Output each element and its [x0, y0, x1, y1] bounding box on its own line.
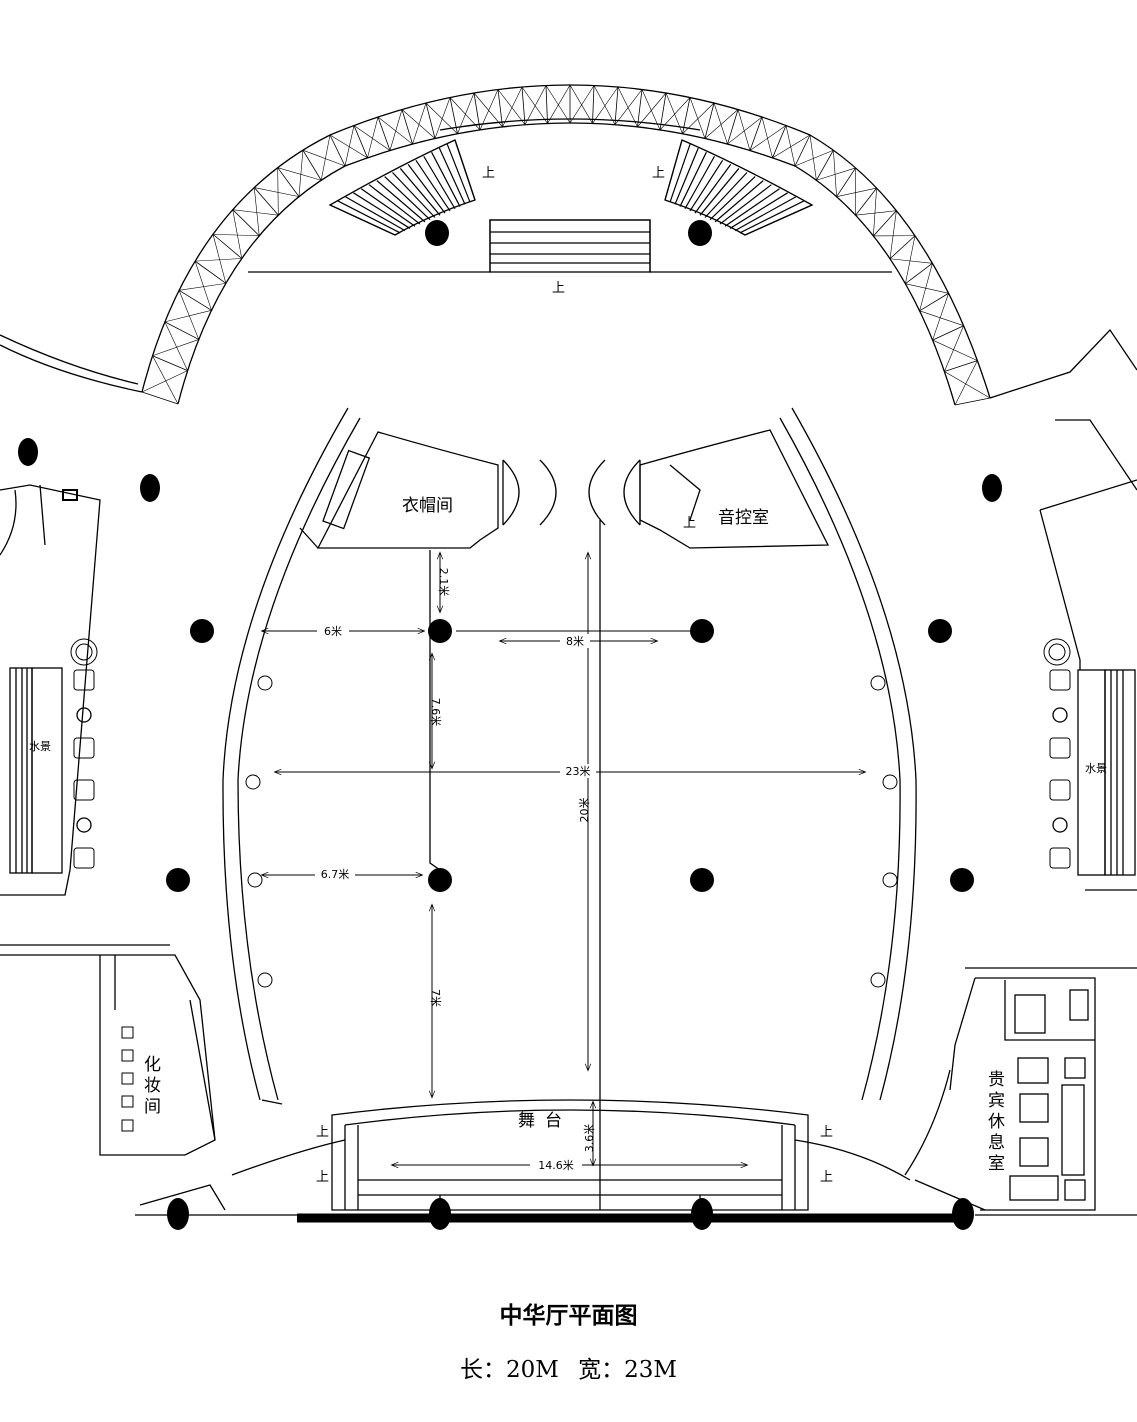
- dim-14-6: 14.6米: [538, 1159, 574, 1172]
- column: [428, 868, 452, 892]
- stair-up-mark: 上: [652, 166, 665, 181]
- stage: [331, 1099, 809, 1211]
- column: [690, 619, 714, 643]
- column: [691, 1198, 713, 1230]
- column: [429, 1198, 451, 1230]
- column: [18, 438, 38, 466]
- cloakroom: [316, 431, 499, 549]
- dim-23: 23米: [566, 765, 591, 778]
- hall-wall-left: [222, 407, 349, 1101]
- label-cloakroom: 衣帽间: [402, 496, 453, 516]
- label-water-feature-right: 水景: [1085, 762, 1107, 775]
- column: [166, 868, 190, 892]
- column: [190, 619, 214, 643]
- truss-inner-arc: [177, 122, 956, 406]
- dim-2-1: 2.1米: [437, 568, 450, 597]
- vip-lounge: [949, 967, 1137, 1211]
- stair-up-mark: 上: [316, 1125, 329, 1140]
- column: [928, 619, 952, 643]
- stair-up-mark: 上: [683, 516, 696, 531]
- plan-title: 中华厅平面图: [499, 1302, 638, 1329]
- column: [982, 474, 1002, 502]
- hall-wall-right: [791, 407, 917, 1101]
- dim-6: 6米: [324, 625, 342, 638]
- column: [140, 474, 160, 502]
- sound-control-room: [639, 429, 830, 549]
- plan-length: 长：20M: [460, 1357, 559, 1383]
- label-vip-lounge: 贵宾休息室: [984, 1070, 1005, 1175]
- stair-up-mark: 上: [820, 1170, 833, 1185]
- dressing-room: [0, 954, 216, 1156]
- water-feature-left: [9, 667, 33, 874]
- pillar: [870, 675, 886, 691]
- column: [167, 1198, 189, 1230]
- column: [952, 1198, 974, 1230]
- dim-6-7: 6.7米: [321, 868, 350, 881]
- pillar: [257, 675, 273, 691]
- dim-3-6: 3.6米: [583, 1124, 596, 1153]
- column: [425, 220, 449, 246]
- column: [688, 220, 712, 246]
- dim-20: 20米: [578, 798, 591, 823]
- dim-7-6: 7.6米: [429, 698, 442, 727]
- pillar: [245, 774, 261, 790]
- stair-up-mark: 上: [552, 281, 565, 296]
- dim-8: 8米: [566, 635, 584, 648]
- truss-outer-arc: [141, 84, 991, 399]
- stair-up-mark: 上: [316, 1170, 329, 1185]
- column: [690, 868, 714, 892]
- column: [950, 868, 974, 892]
- label-dressing-room: 化妆间: [140, 1055, 161, 1118]
- pillar: [882, 774, 898, 790]
- label-water-feature-left: 水景: [29, 740, 51, 753]
- label-stage: 舞台: [518, 1111, 572, 1131]
- plan-width: 宽：23M: [578, 1357, 677, 1383]
- pillar: [247, 872, 263, 888]
- label-sound-control: 音控室: [718, 508, 769, 528]
- pillar: [882, 872, 898, 888]
- pillar: [870, 972, 886, 988]
- stair-left: [328, 139, 476, 236]
- pillar: [257, 972, 273, 988]
- truss-web: [141, 84, 991, 406]
- dim-7: 7米: [429, 989, 442, 1007]
- stair-up-mark: 上: [482, 166, 495, 181]
- plan-dimensions: 长：20M 宽：23M: [0, 1350, 1137, 1384]
- stair-up-mark: 上: [820, 1125, 833, 1140]
- stair-steps: [329, 139, 813, 236]
- water-feature-right: [1104, 669, 1136, 876]
- column: [428, 619, 452, 643]
